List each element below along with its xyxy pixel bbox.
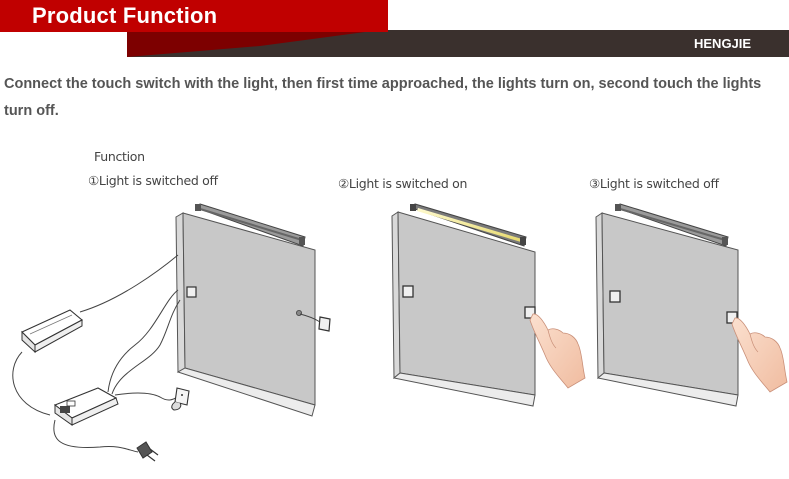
page-title: Product Function [32, 3, 218, 28]
led-driver-icon [21, 309, 83, 354]
power-plug-icon [136, 441, 159, 462]
mirror-cabinet-3 [595, 203, 739, 407]
intro-description: Connect the touch switch with the light,… [4, 76, 762, 119]
led-light-bar-on [410, 203, 527, 247]
touch-sensor-icon [609, 290, 621, 303]
header-title-bar [0, 0, 388, 32]
mirror-cabinet-2 [391, 203, 536, 407]
touch-sensor-icon [524, 306, 536, 319]
touch-sensor-icon [726, 311, 738, 324]
finger-touch-icon [731, 317, 788, 393]
touch-sensor-lower-icon [171, 387, 190, 411]
led-light-bar-off [195, 203, 306, 247]
mirror-cabinet-1 [175, 203, 331, 417]
led-light-bar-off [615, 203, 729, 247]
step-1-caption: ①Light is switched off [88, 173, 218, 188]
step-3-caption: ③Light is switched off [589, 176, 719, 191]
header-graphic [127, 30, 789, 57]
function-label: Function [94, 149, 145, 164]
step-2-caption: ②Light is switched on [338, 176, 468, 191]
touch-sensor-icon [186, 286, 197, 298]
touch-sensor-icon [402, 285, 414, 298]
junction-box-icon [53, 387, 119, 426]
header-banner [0, 0, 789, 60]
wiring [12, 254, 181, 453]
finger-touch-icon [529, 313, 586, 389]
brand-name: HENGJIE [694, 36, 752, 51]
